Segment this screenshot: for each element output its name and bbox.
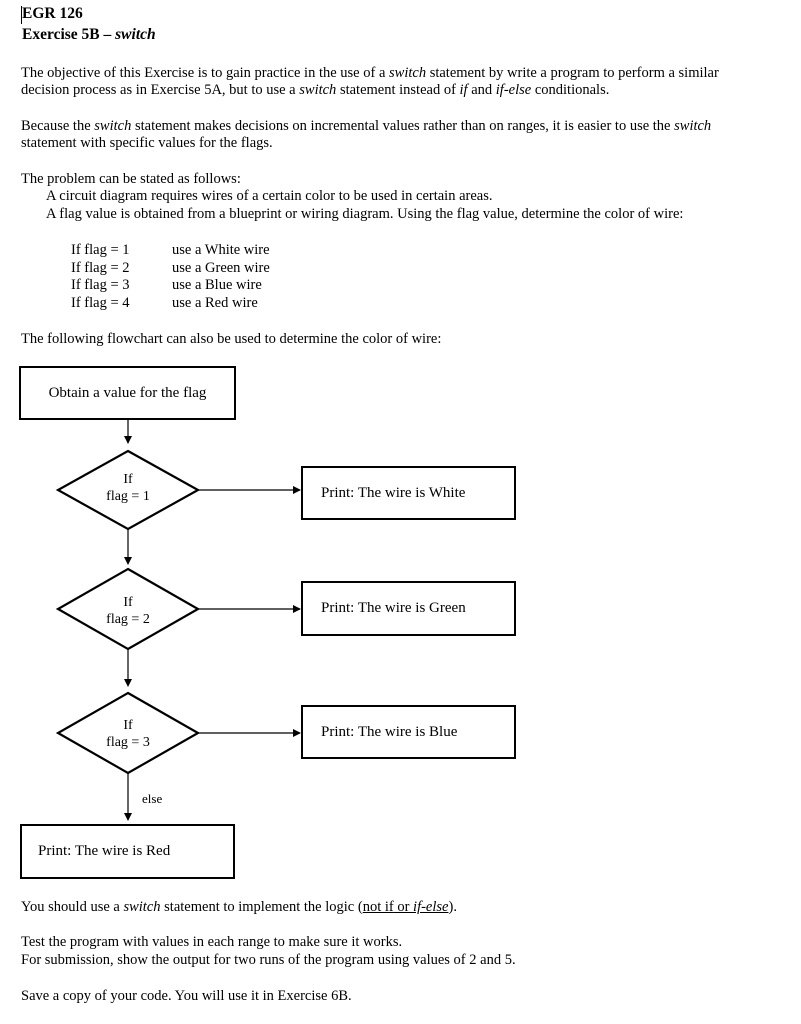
output-white-label: Print: The wire is White [321,484,466,501]
p1-l2e: and [467,82,496,98]
course-title: EGR 126 [22,5,83,22]
p1-l2d: if [459,82,468,98]
problem-line1: A circuit diagram requires wires of a ce… [46,188,493,204]
diamond-1-cond: flag = 1 [106,489,150,504]
output-red-label: Print: The wire is Red [38,843,171,859]
output-green-label: Print: The wire is Green [321,600,466,616]
p1-l2c: statement instead of [336,82,460,98]
flowchart-start-box: Obtain a value for the flag [19,366,236,420]
p1-l2a: decision process as in Exercise 5A, but … [21,82,300,98]
output-box-blue: Print: The wire is Blue [301,705,516,759]
p1-l2b: switch [299,82,337,98]
f1d: not if [362,899,394,915]
diamond-3-cond: flag = 3 [106,735,150,750]
f1g: ). [448,899,457,915]
p2-l1b: switch [94,118,132,134]
output-box-green: Print: The wire is Green [301,581,516,636]
diamond-3-label: If flag = 3 [98,717,158,751]
condition-3: If flag = 3 [71,277,130,293]
condition-1: If flag = 1 [71,242,130,258]
footer-line4: Save a copy of your code. You will use i… [21,988,352,1004]
problem-line2: A flag value is obtained from a blueprin… [46,206,684,222]
exercise-title: Exercise 5B – switch [22,26,156,43]
else-label: else [142,791,163,806]
action-4: use a Red wire [172,295,258,311]
f1c: statement to implement the logic ( [160,899,363,915]
f1a: You should use a [21,899,124,915]
para1-line1: The objective of this Exercise is to gai… [21,65,719,82]
p1-l1a: The objective of this Exercise is to gai… [21,65,390,81]
footer-line2: Test the program with values in each ran… [21,934,403,950]
p1-l1c: statement by write a program to perform … [426,65,719,81]
diamond-2-cond: flag = 2 [106,612,150,627]
output-blue-label: Print: The wire is Blue [321,723,458,740]
action-3: use a Blue wire [172,277,262,293]
exercise-prefix: Exercise 5B – [22,26,116,43]
action-1: use a White wire [172,242,270,258]
exercise-topic: switch [115,26,156,43]
diamond-2-if: If [123,595,133,610]
output-box-red: Print: The wire is Red [20,824,235,879]
p1-l1b: switch [389,65,427,81]
diamond-1-label: If flag = 1 [98,471,158,505]
flowchart-intro: The following flowchart can also be used… [21,331,442,347]
para1-line2: decision process as in Exercise 5A, but … [21,82,609,99]
diamond-3-if: If [123,718,133,733]
p2-l1a: Because the [21,118,95,134]
output-box-white: Print: The wire is White [301,466,516,520]
condition-2: If flag = 2 [71,260,130,276]
condition-4: If flag = 4 [71,295,130,311]
text-cursor [21,6,22,24]
footer-line1: You should use a switch statement to imp… [21,899,457,916]
p2-l1c: statement makes decisions on incremental… [131,118,675,134]
f1b: switch [123,899,161,915]
p2-l1d: switch [674,118,712,134]
problem-intro: The problem can be stated as follows: [21,171,241,187]
p1-l2g: conditionals. [531,82,610,98]
footer-line3: For submission, show the output for two … [21,952,516,968]
diamond-1-if: If [123,472,133,487]
p1-l2f: if-else [495,82,532,98]
diamond-2-label: If flag = 2 [98,594,158,628]
para2-line1: Because the switch statement makes decis… [21,118,711,135]
action-2: use a Green wire [172,260,270,276]
f1e: or [393,899,414,915]
start-box-label: Obtain a value for the flag [48,384,207,401]
f1f: if-else [413,899,449,915]
para2-line2: statement with specific values for the f… [21,135,273,151]
